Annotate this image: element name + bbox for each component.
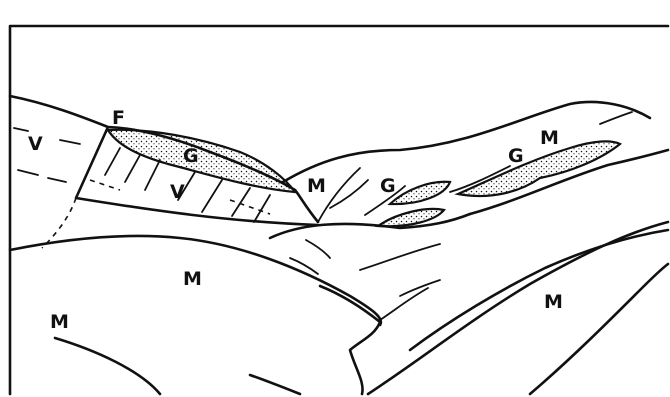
- label-meta-right-low: M: [544, 291, 563, 313]
- frame-border: [10, 26, 668, 394]
- label-gravel-mid: G: [380, 175, 396, 197]
- left-foreground-ridge: [55, 338, 160, 394]
- gravel-lens-mid: [390, 182, 450, 204]
- label-meta-big: M: [183, 268, 202, 290]
- label-meta-left: M: [50, 311, 69, 333]
- left-foreground-ridge-2: [250, 375, 300, 394]
- right-foreground-slope-3: [530, 264, 668, 394]
- label-gravel-right: G: [508, 145, 524, 167]
- label-fault: F: [112, 107, 125, 129]
- stream-lines: [318, 112, 632, 222]
- label-volcanics-left: V: [28, 133, 43, 155]
- label-volcanics-lower: V: [170, 181, 185, 203]
- label-gravel-upper: G: [183, 145, 199, 167]
- central-valley-lines: [290, 240, 440, 320]
- label-meta-right-top: M: [540, 127, 559, 149]
- right-foreground-slope-2: [410, 230, 668, 350]
- left-wall-dashes: [14, 128, 80, 248]
- label-meta-center: M: [307, 175, 326, 197]
- massif-edge: [320, 286, 380, 394]
- valley-floor-line: [270, 214, 470, 238]
